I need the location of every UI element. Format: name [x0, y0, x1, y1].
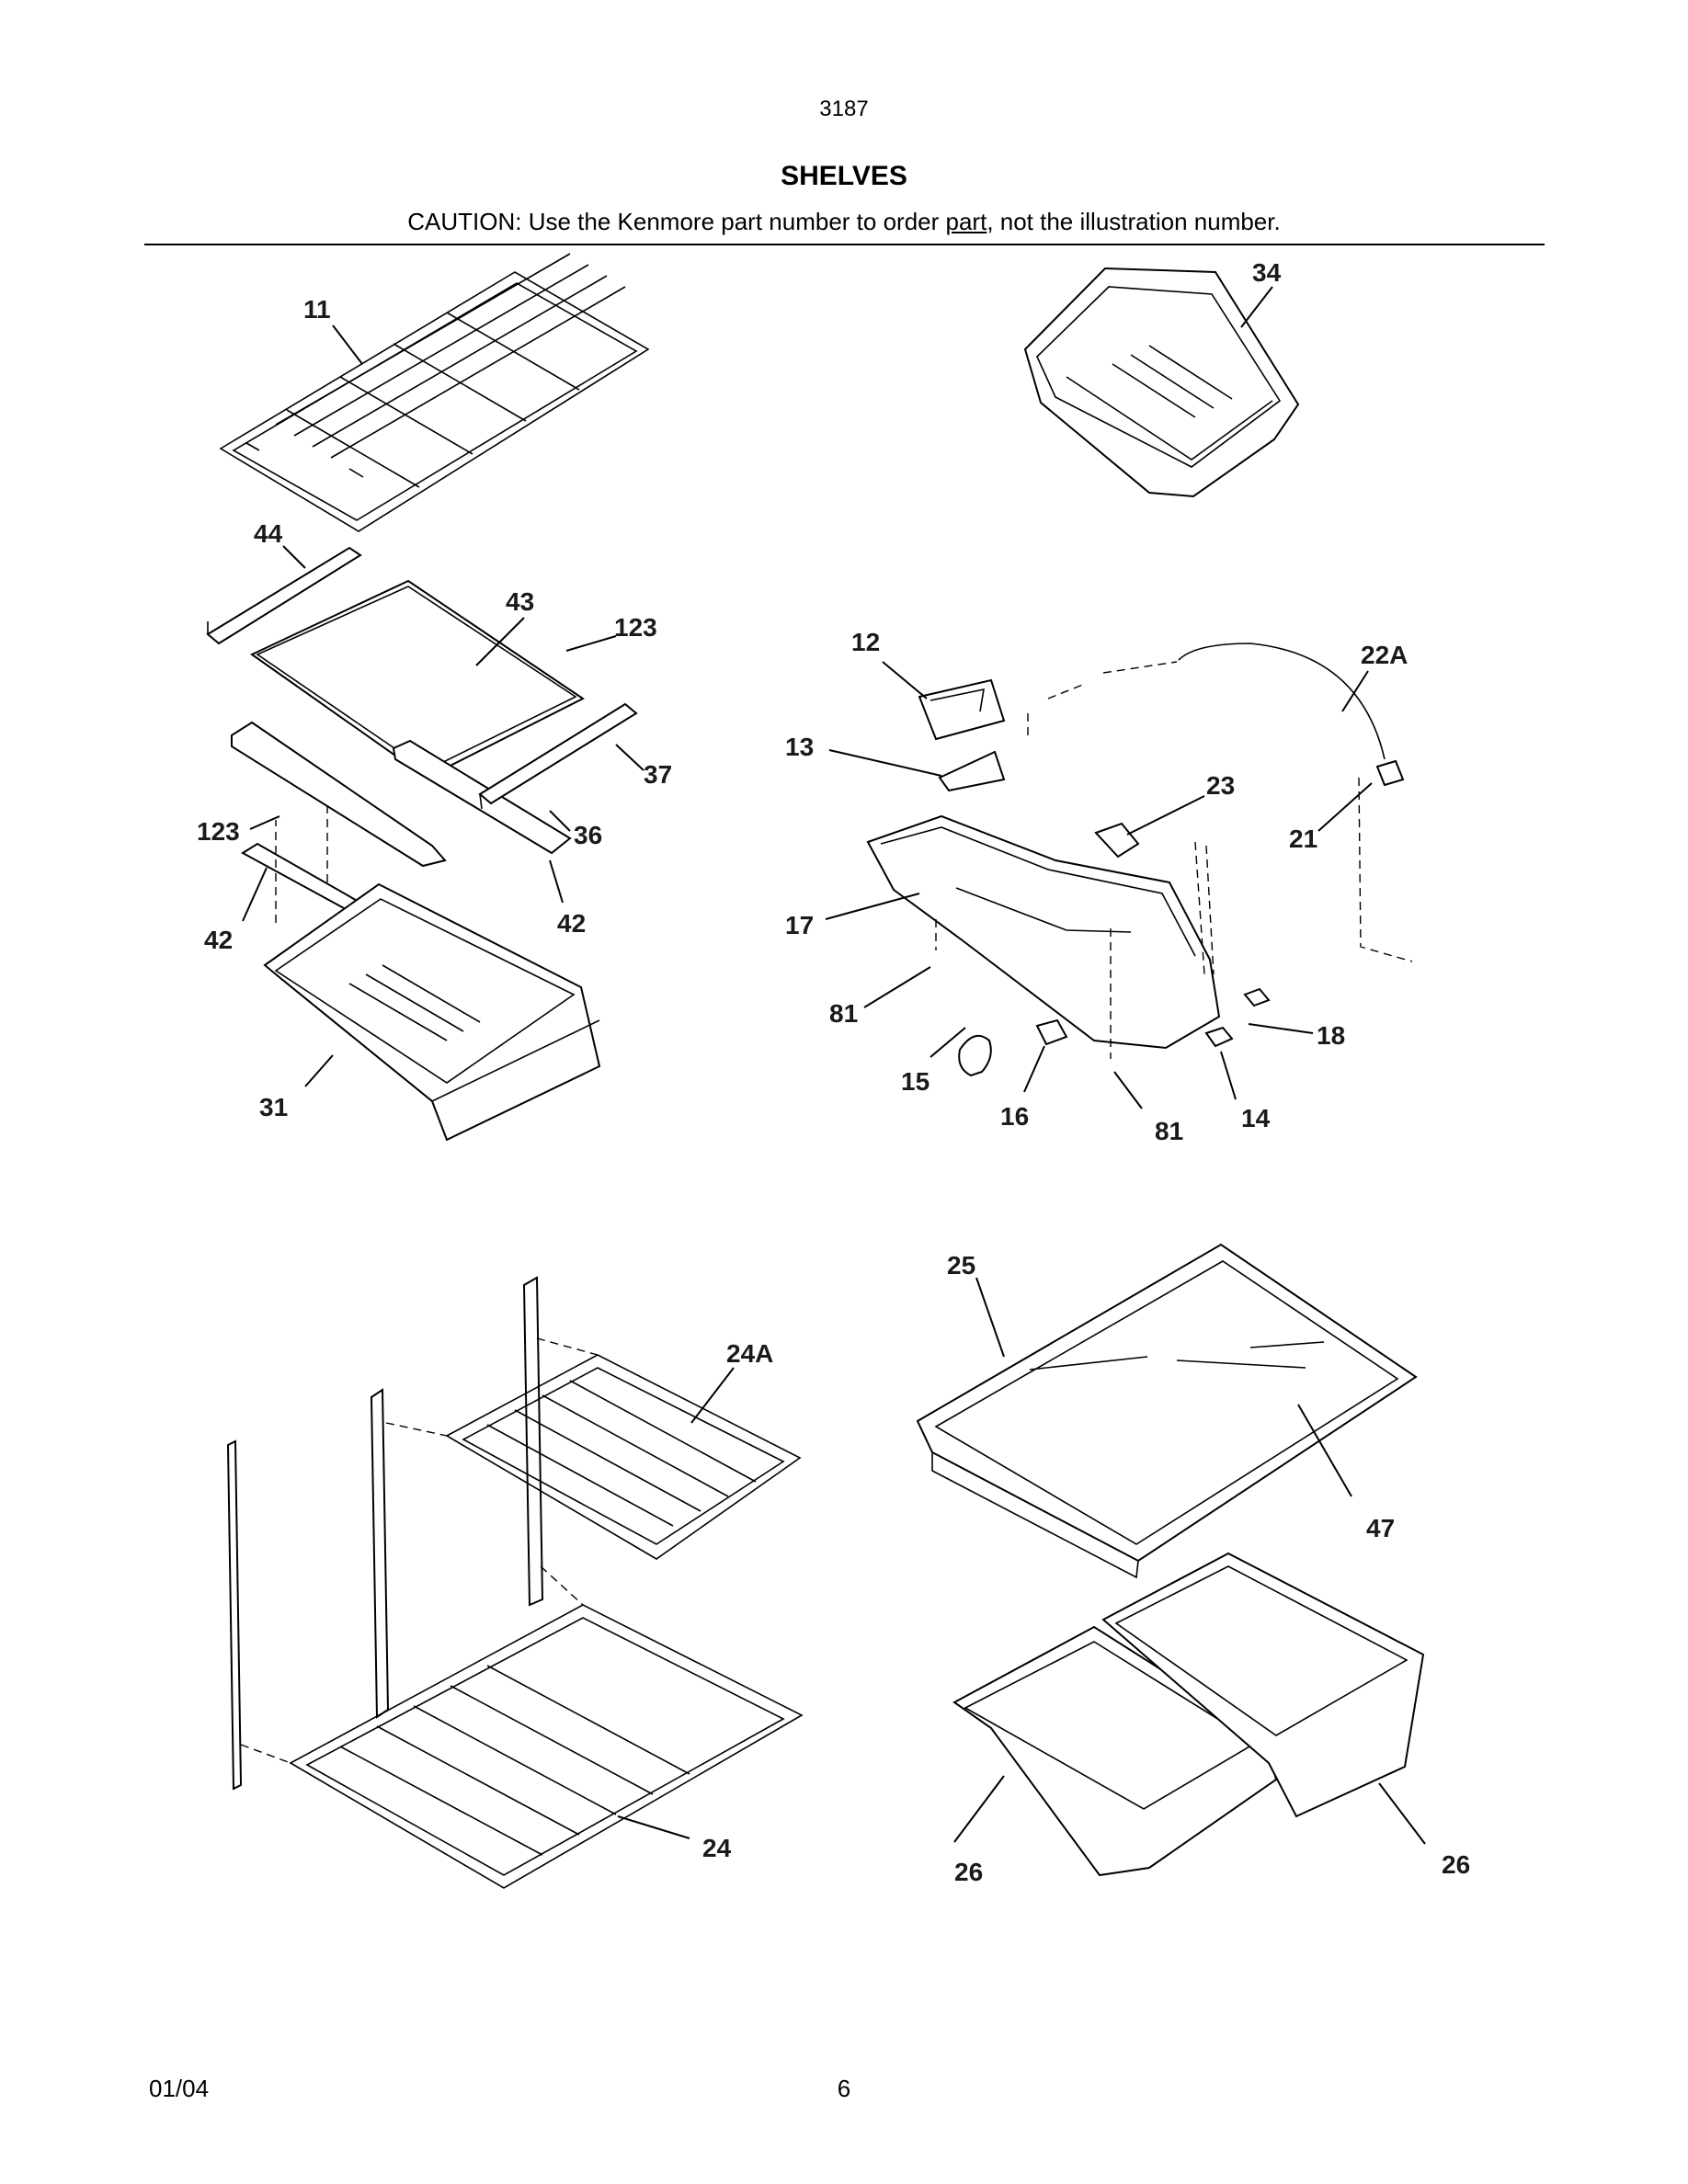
- callout-label: 13: [785, 733, 814, 761]
- caution-text: CAUTION: Use the Kenmore part number to …: [407, 208, 946, 235]
- callout-label: 24: [702, 1834, 732, 1862]
- page-title: SHELVES: [781, 161, 907, 191]
- callout-label: 37: [644, 760, 672, 789]
- callout-label: 31: [259, 1093, 288, 1121]
- callout-label: 26: [1442, 1850, 1470, 1879]
- callout-label: 34: [1252, 258, 1282, 287]
- callout-label: 24A: [726, 1339, 773, 1368]
- caution-underlined-word: part: [945, 208, 987, 235]
- callout-label: 123: [614, 613, 657, 642]
- callout-label: 36: [574, 821, 602, 849]
- caution-note: CAUTION: Use the Kenmore part number to …: [0, 208, 1688, 236]
- callout-label: 47: [1366, 1514, 1395, 1542]
- wire-shelf-part: [219, 253, 650, 532]
- callout-label: 42: [204, 926, 233, 954]
- callout-label: 123: [197, 817, 240, 846]
- callout-label: 16: [1000, 1102, 1029, 1131]
- callout-label: 81: [829, 999, 858, 1028]
- wire-shelves-with-standards: [226, 1276, 804, 1889]
- callout-label: 15: [901, 1067, 930, 1096]
- drawer-part: [263, 882, 601, 1142]
- crisper-pan-part: [1023, 267, 1300, 498]
- crisper-cover-part: [916, 1243, 1418, 1579]
- callout-label: 26: [954, 1858, 983, 1886]
- page-number: 6: [837, 2075, 851, 2102]
- callout-label: 43: [506, 587, 534, 616]
- callout-label: 22A: [1361, 641, 1408, 669]
- callout-label: 17: [785, 911, 814, 939]
- callout-label: 18: [1317, 1021, 1345, 1050]
- control-housing-assembly: [866, 643, 1413, 1077]
- callout-label: 25: [947, 1251, 975, 1280]
- callout-label: 11: [303, 295, 331, 324]
- callout-label: 21: [1289, 825, 1317, 853]
- revision-date: 01/04: [149, 2075, 210, 2102]
- callout-label: 12: [851, 628, 880, 656]
- header-rule: [144, 244, 1545, 245]
- glass-shelf-assembly: [206, 546, 638, 943]
- callout-label: 23: [1206, 771, 1235, 800]
- callout-label: 81: [1155, 1117, 1183, 1145]
- model-number: 3187: [819, 97, 869, 121]
- callout-label: 42: [557, 909, 586, 938]
- callout-label: 14: [1241, 1104, 1271, 1132]
- callout-leaders: [242, 286, 1426, 1845]
- callout-label: 44: [254, 519, 283, 548]
- caution-text-end: , not the illustration number.: [987, 208, 1281, 235]
- callout-labels: 11 34 44 43 123 12 22A 13 37 23 123 36 2…: [197, 258, 1470, 1886]
- crisper-drawers-part: [952, 1552, 1425, 1877]
